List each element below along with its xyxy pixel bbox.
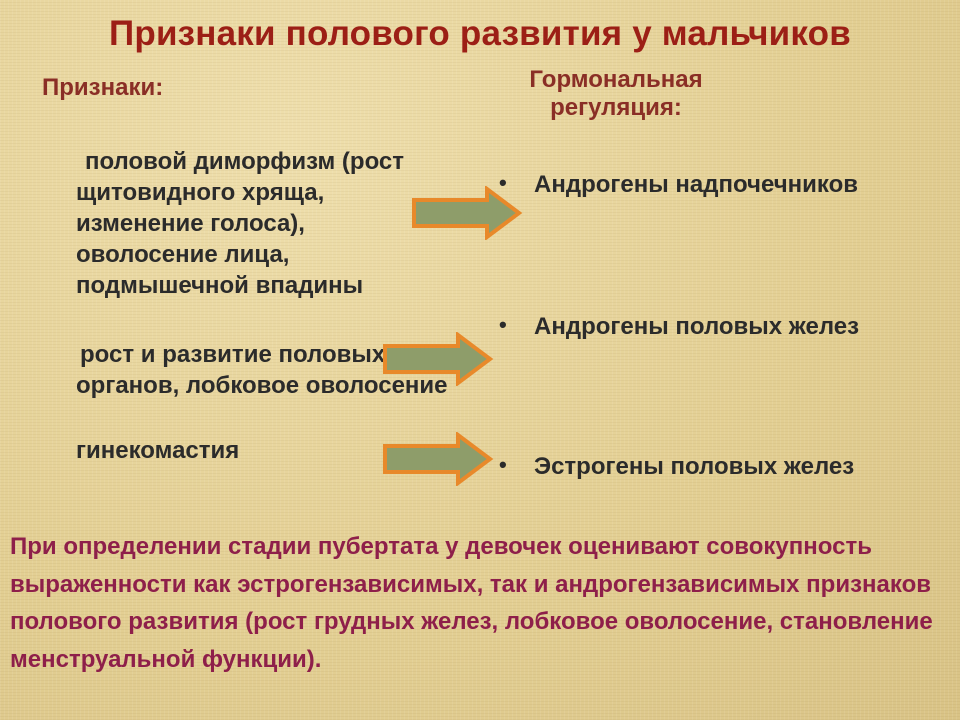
hormones-header-line-2: регуляция: (550, 94, 682, 121)
slide-title: Признаки полового развития у мальчиков (109, 14, 851, 53)
bullet-icon: • (499, 312, 507, 337)
right-block-arrow-icon (383, 332, 494, 386)
sign-sexual-dimorphism: половой диморфизм (рост щитовидного хрящ… (76, 148, 405, 299)
sign-gynecomastia: гинекомастия (76, 437, 240, 464)
hormone-item-label: Эстрогены половых желез (534, 453, 855, 480)
signs-column-header: Признаки: (42, 74, 164, 101)
hormones-header-line-1: Гормональная (529, 66, 703, 93)
hormones-column-header: Гормональная регуляция: (496, 66, 736, 122)
right-block-arrow-icon (383, 432, 494, 486)
right-block-arrow-icon (412, 186, 523, 240)
hormone-item-adrenal-androgens: • Андрогены надпочечников (496, 170, 916, 199)
bullet-icon: • (499, 452, 507, 477)
puberty-assessment-note: При определении стадии пубертата у девоч… (10, 533, 933, 673)
hormone-item-label: Андрогены половых желез (534, 313, 860, 340)
hormone-item-label: Андрогены надпочечников (534, 171, 858, 198)
hormone-item-gonadal-androgens: • Андрогены половых желез (496, 312, 916, 341)
bullet-icon: • (499, 170, 507, 195)
hormone-item-gonadal-estrogens: • Эстрогены половых желез (496, 452, 916, 481)
sign-genital-development: рост и развитие половых органов, лобково… (76, 341, 448, 399)
